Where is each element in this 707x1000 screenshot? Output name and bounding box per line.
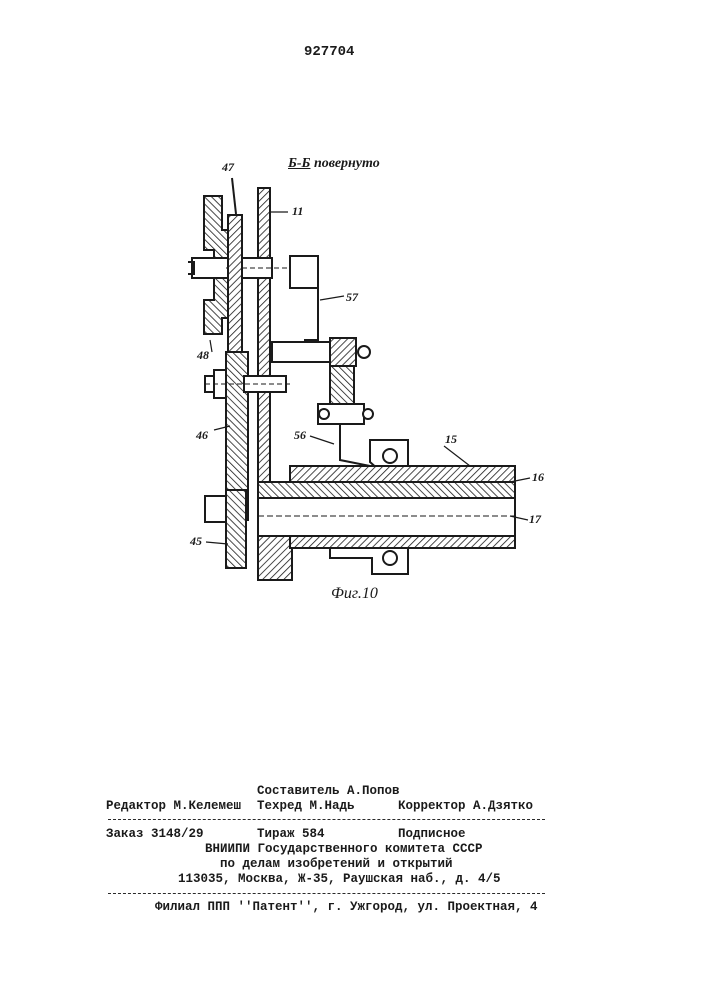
ref-46: 46 <box>196 428 208 443</box>
branch-line: Филиал ППП ''Патент'', г. Ужгород, ул. П… <box>155 900 538 914</box>
gear-45 <box>226 490 246 568</box>
circulation-line: Тираж 584 <box>257 827 325 841</box>
address-line: 113035, Москва, Ж-35, Раушская наб., д. … <box>178 872 501 886</box>
corrector-line: Корректор А.Дзятко <box>398 799 533 813</box>
divider <box>108 819 545 820</box>
figure-caption: Фиг.10 <box>331 585 378 603</box>
ref-16: 16 <box>532 470 544 485</box>
ref-17: 17 <box>529 512 541 527</box>
techred-line: Техред М.Надь <box>257 799 355 813</box>
tube-17 <box>258 498 515 536</box>
order-line: Заказ 3148/29 <box>106 827 204 841</box>
compiler-line: Составитель А.Попов <box>257 784 400 798</box>
tube-16 <box>258 482 515 498</box>
ref-56: 56 <box>294 428 306 443</box>
bracket-47 <box>228 215 242 365</box>
link-56 <box>330 366 354 406</box>
subscription-line: Подписное <box>398 827 466 841</box>
motor-57 <box>290 256 318 288</box>
ref-11: 11 <box>292 204 303 219</box>
ref-15: 15 <box>445 432 457 447</box>
ref-57: 57 <box>346 290 358 305</box>
org-line-2: по делам изобретений и открытий <box>220 857 453 871</box>
housing-15 <box>290 466 515 482</box>
ref-45: 45 <box>190 534 202 549</box>
org-line-1: ВНИИПИ Государственного комитета СССР <box>205 842 483 856</box>
divider <box>108 893 545 894</box>
ref-48: 48 <box>197 348 209 363</box>
ref-47: 47 <box>222 160 234 175</box>
editor-line: Редактор М.Келемеш <box>106 799 241 813</box>
